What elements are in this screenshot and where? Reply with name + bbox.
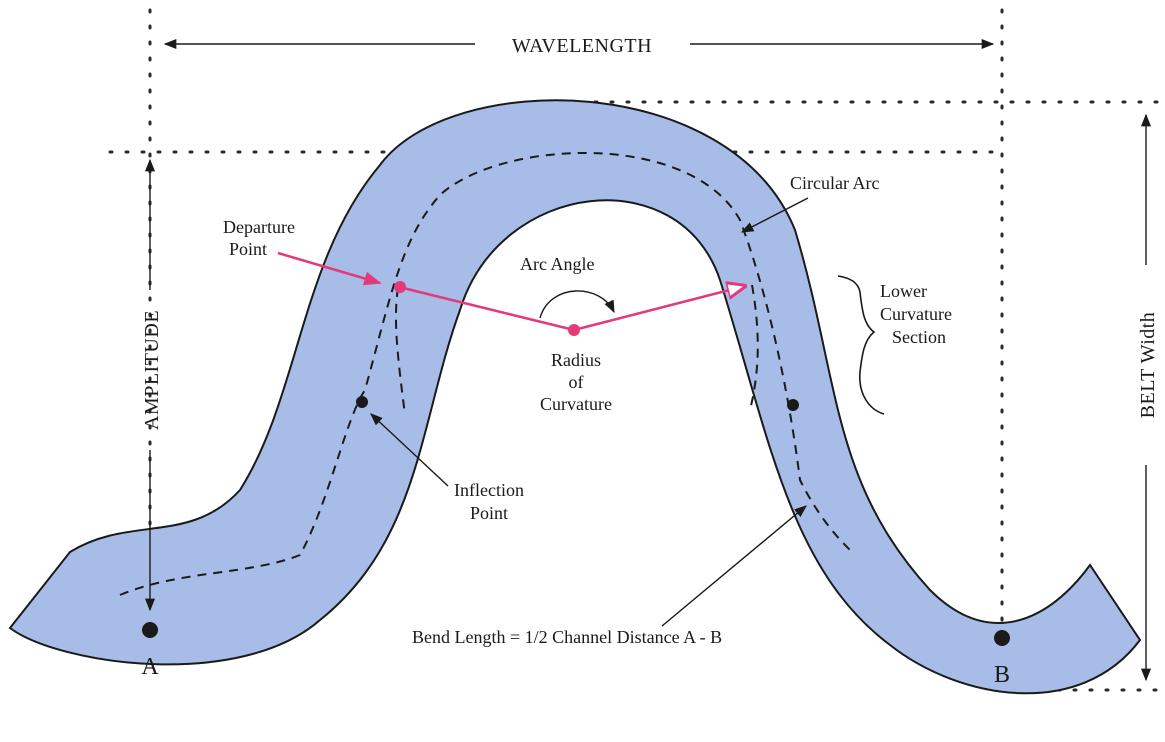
belt-width-label: BELT Width [1137,312,1159,419]
channel-band [8,99,1142,695]
departure-arc-extension [395,287,406,416]
lower-curvature-line3: Section [892,327,946,347]
point-b-marker [994,630,1010,646]
departure-label-line2: Point [229,239,267,259]
wavelength-label: WAVELENGTH [512,35,652,57]
inflection-label-line1: Inflection [454,480,524,500]
point-b-label: B [994,662,1010,688]
lower-curvature-brace [837,275,885,415]
inflection-pointer [370,413,449,487]
departure-point-marker [394,281,406,293]
point-a-marker [142,622,158,638]
amplitude-label: AMPLITUDE [141,310,163,430]
radius-label-line1: Radius [551,350,601,370]
bend-length-pointer [661,505,807,627]
departure-pointer [277,251,382,286]
departure-label-line1: Departure [223,217,295,237]
inflection-point-left [356,396,368,408]
radius-line-left [398,285,575,332]
radius-line-right [573,286,745,332]
lower-curvature-line2: Curvature [880,304,952,324]
inflection-point-right [787,399,799,411]
channel-centerline [119,152,851,596]
radius-center-marker [568,324,580,336]
arc-angle-arrow [539,290,615,319]
arc-angle-label: Arc Angle [520,254,594,274]
lower-arc-extension [749,284,759,411]
point-a-label: A [141,654,159,680]
radius-label-line3: Curvature [540,394,612,414]
radius-label-line2: of [569,372,584,392]
circular-arc-pointer [740,197,809,233]
lower-curvature-line1: Lower [880,281,927,301]
circular-arc-label: Circular Arc [790,173,879,193]
bend-length-label: Bend Length = 1/2 Channel Distance A - B [412,627,722,647]
inflection-label-line2: Point [470,503,508,523]
